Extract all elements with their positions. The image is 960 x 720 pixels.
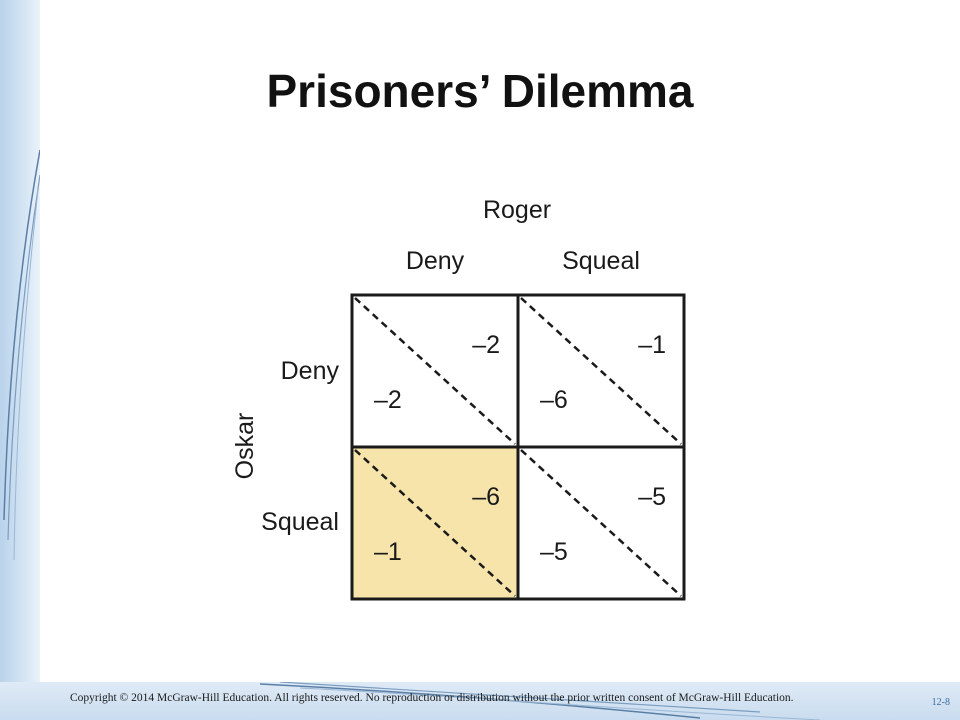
copyright-notice: Copyright © 2014 McGraw-Hill Education. … — [70, 692, 794, 704]
column-strategy-deny-label: Deny — [406, 247, 465, 275]
row-strategy-squeal-label: Squeal — [261, 508, 339, 536]
payoff-matrix: Roger Deny Squeal Oskar Deny Squeal –2–2… — [231, 196, 686, 601]
bottom-decorative-band — [0, 682, 960, 720]
row-player-payoff-r0c1: –6 — [540, 386, 568, 414]
column-player-payoff-r0c0: –2 — [472, 331, 500, 359]
column-player-payoff-r1c1: –5 — [638, 483, 666, 511]
row-player-label: Oskar — [231, 413, 259, 480]
payoff-cell-divider-r0c0 — [354, 297, 516, 445]
left-swoosh-decoration — [3, 149, 40, 561]
column-player-payoff-r1c0: –6 — [472, 483, 500, 511]
column-player-payoff-r0c1: –1 — [638, 331, 666, 359]
left-decorative-band — [0, 0, 40, 720]
slide-title: Prisoners’ Dilemma — [0, 64, 960, 118]
row-player-payoff-r0c0: –2 — [374, 386, 402, 414]
matrix-cells: –2 –2 –1 –6 –6 –1 –5 –5 — [350, 293, 686, 601]
payoff-cell-divider-r1c1 — [520, 449, 682, 597]
column-strategy-squeal-label: Squeal — [562, 247, 640, 275]
slide-number: 12-8 — [931, 697, 950, 708]
row-strategy-deny-label: Deny — [281, 357, 340, 385]
column-player-label: Roger — [483, 196, 551, 224]
row-player-payoff-r1c0: –1 — [374, 538, 402, 566]
slide-title-text: Prisoners’ Dilemma — [266, 65, 694, 117]
bottom-swoosh-decoration — [259, 682, 821, 720]
payoff-cell-divider-r1c0 — [354, 449, 516, 597]
payoff-cell-divider-r0c1 — [520, 297, 682, 445]
row-player-payoff-r1c1: –5 — [540, 538, 568, 566]
